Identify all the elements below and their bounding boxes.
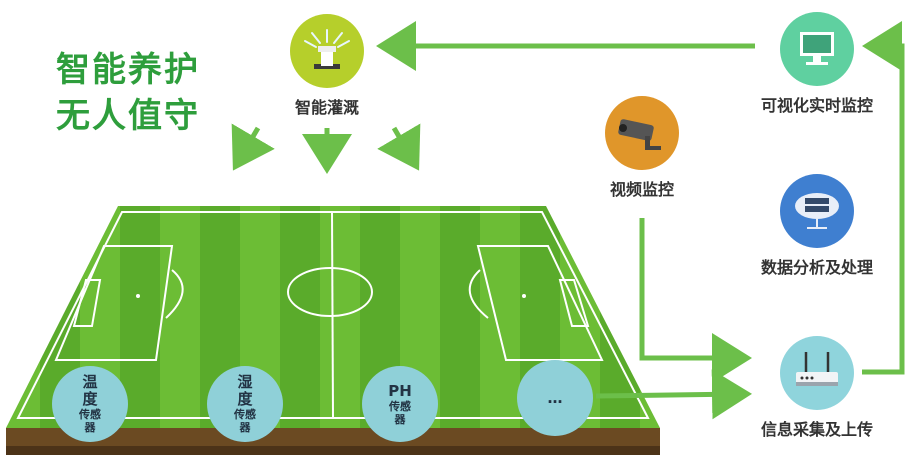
arrow-collect-to-monitor [862,21,905,375]
sensor-line-3: 传感 [234,408,256,421]
camera-icon [605,96,679,170]
arrow-irrigation-right [377,123,421,171]
irrigation-node: 智能灌溉 [281,14,373,118]
sensor-line-1: PH [388,381,412,400]
sensor-line-4: 器 [84,421,96,434]
irrigation-label: 智能灌溉 [294,98,359,117]
humidity-sensor: 湿 度 传感 器 [207,366,283,442]
sensor-line-3: 传感 [79,408,101,421]
arrow-irrigation-left [231,123,275,171]
video-label: 视频监控 [609,180,674,199]
sensor-line-4: 器 [394,412,406,426]
more-ellipsis: … [547,388,563,407]
cloud-server-icon [780,174,854,248]
more-sensors: … [517,360,593,436]
sensor-line-1: 湿 [237,373,253,391]
soccer-field [6,206,660,455]
collect-upload-label: 信息采集及上传 [760,420,873,439]
sensor-line-3: 传感 [389,399,411,413]
arrow-video-to-collect [639,218,752,383]
sensor-line-2: 度 [82,390,98,408]
visual-monitor-node: 可视化实时监控 [742,12,892,116]
monitor-icon [780,12,854,86]
ph-sensor: PH 传感 器 [362,366,438,442]
collect-upload-node: 信息采集及上传 [742,336,892,440]
title-line-1: 智能养护 [56,50,200,90]
sensor-line-4: 器 [239,421,251,434]
visual-monitor-label: 可视化实时监控 [760,96,873,115]
video-node: 视频监控 [594,96,690,200]
data-processing-label: 数据分析及处理 [760,258,873,277]
sprinkler-icon [290,14,364,88]
router-icon [780,336,854,410]
sensor-line-1: 温 [82,373,98,391]
title-line-2: 无人值守 [56,96,200,136]
sensor-line-2: 度 [237,390,253,408]
temperature-sensor: 温 度 传感 器 [52,366,128,442]
data-processing-node: 数据分析及处理 [742,174,892,278]
arrow-sensors-to-collect [595,369,752,420]
